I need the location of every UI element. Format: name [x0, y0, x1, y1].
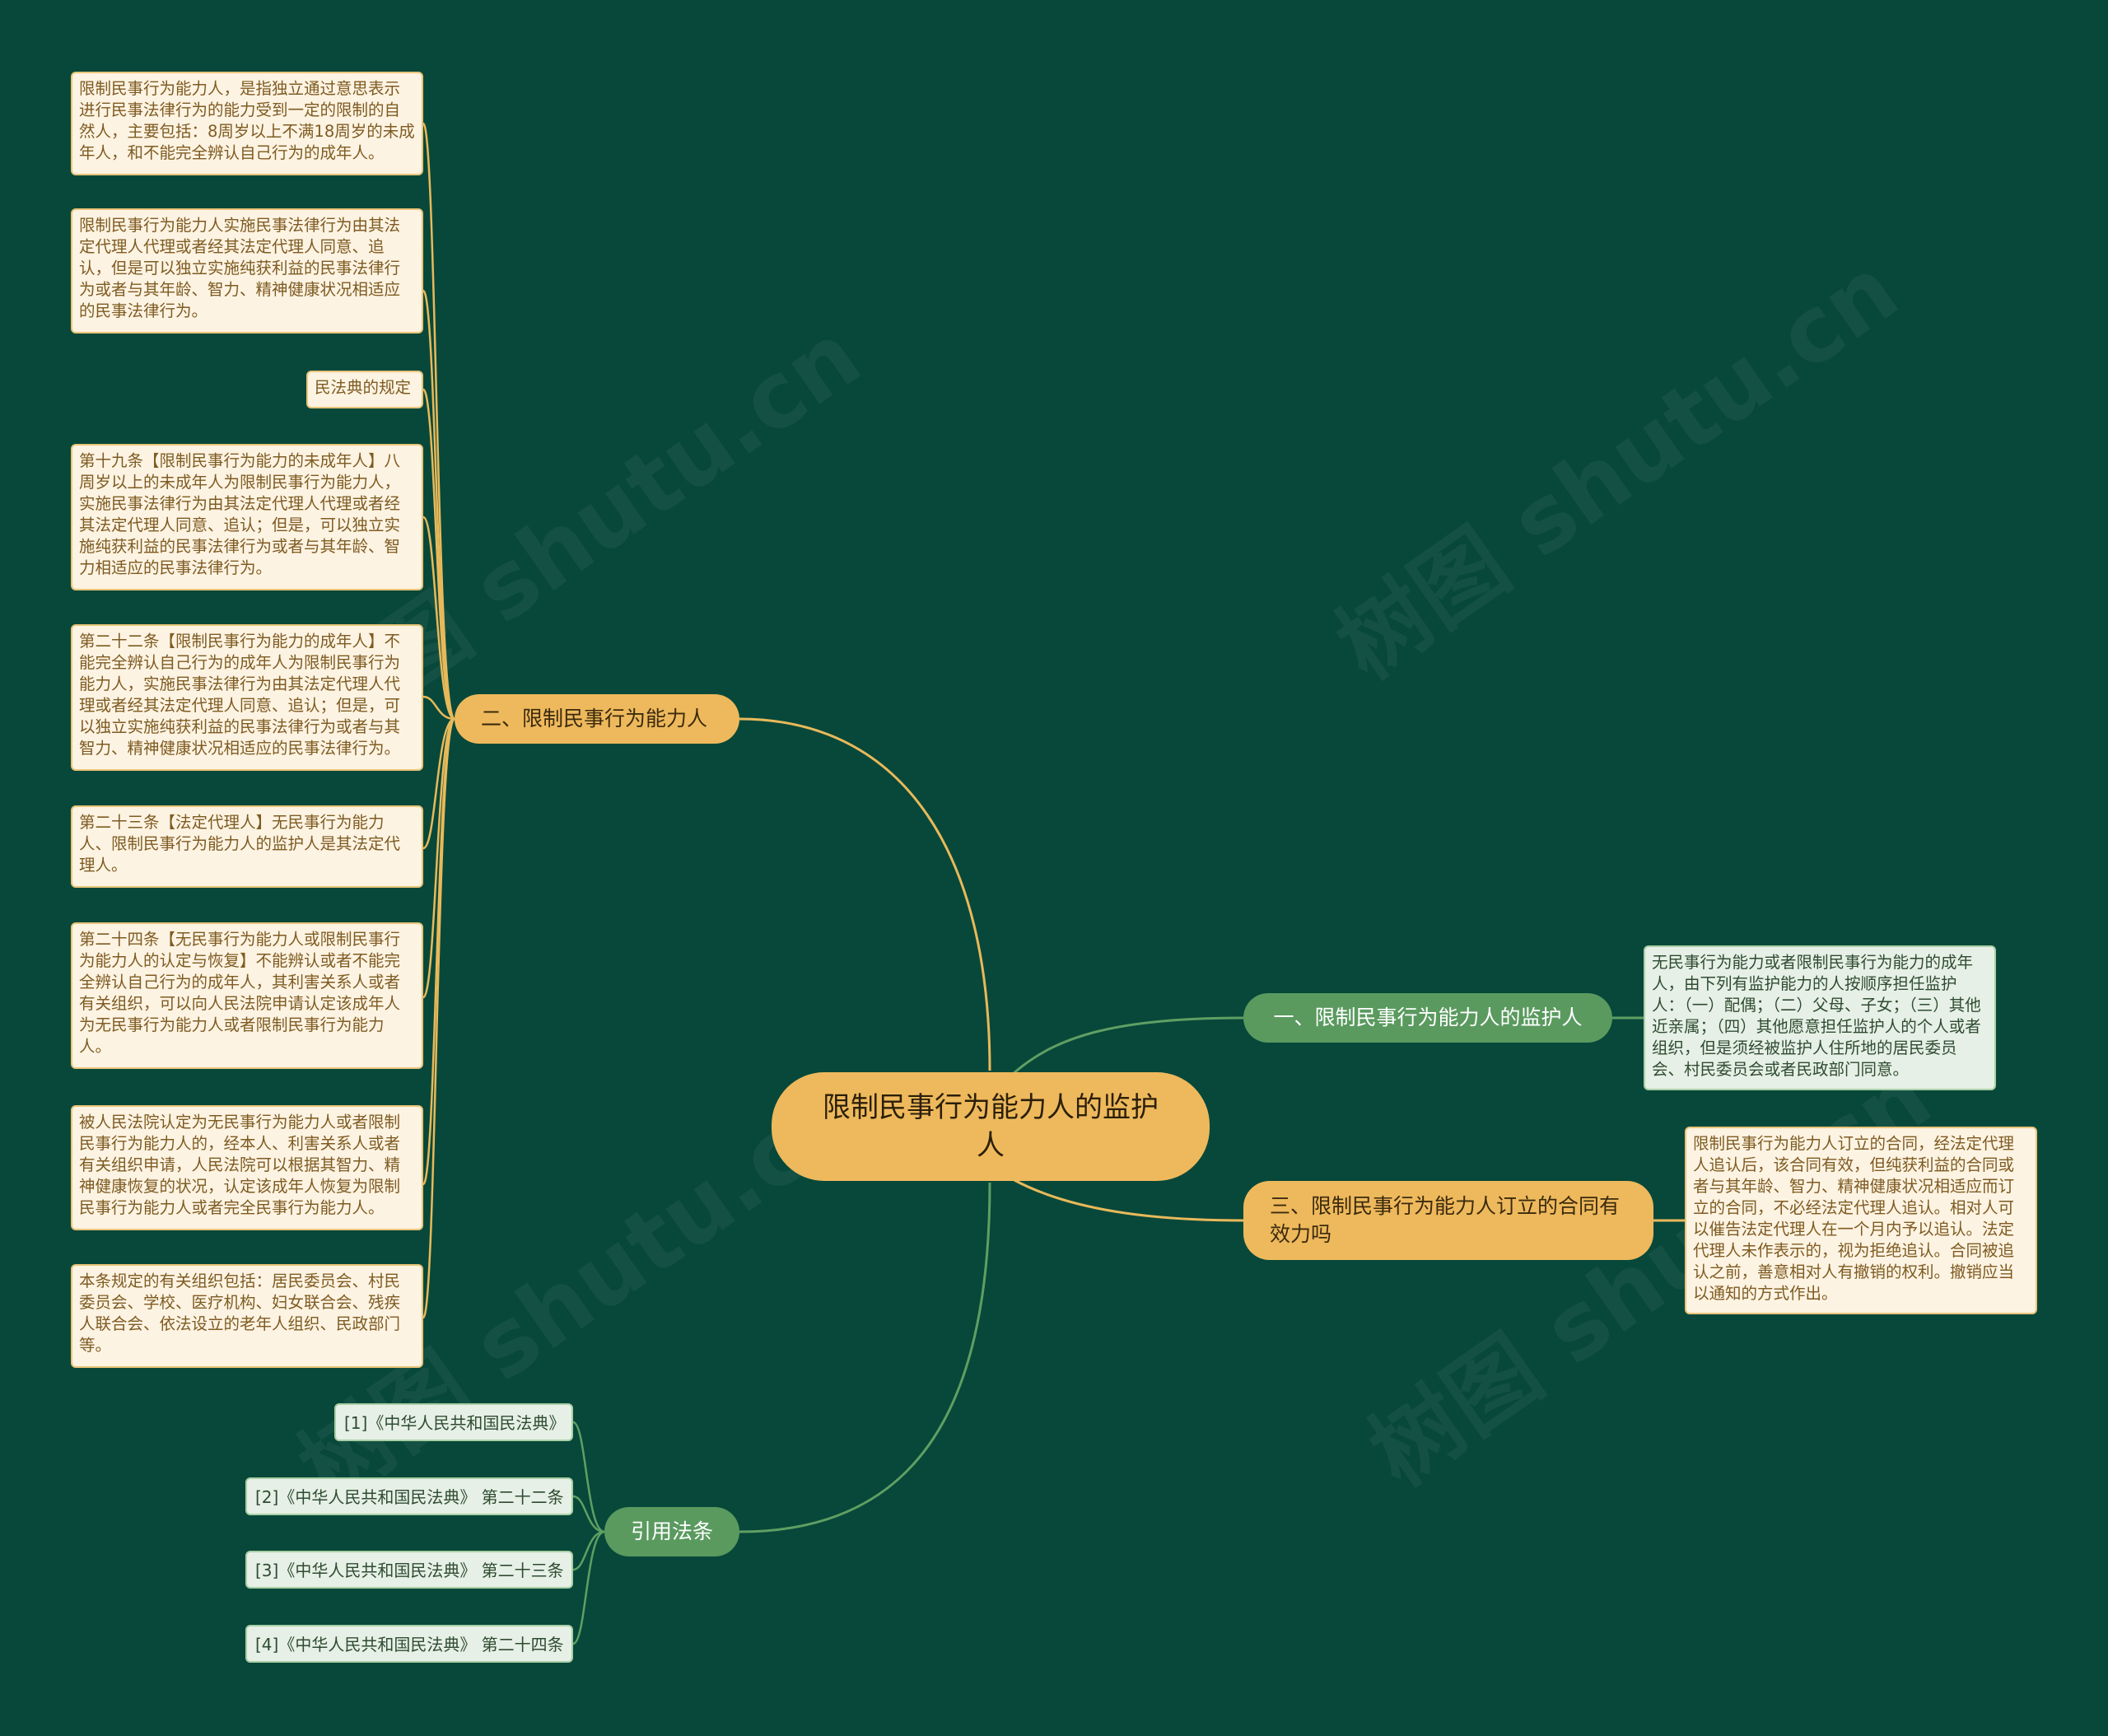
leaf-definition[interactable]: 限制民事行为能力人，是指独立通过意思表示进行民事法律行为的能力受到一定的限制的自…: [71, 72, 423, 175]
leaf-text: 无民事行为能力或者限制民事行为能力的成年人，由下列有监护能力的人按顺序担任监护人…: [1652, 953, 1981, 1079]
root-title: 限制民事行为能力人的监护人: [823, 1091, 1159, 1162]
root-node[interactable]: 限制民事行为能力人的监护人: [772, 1072, 1210, 1181]
leaf-article-23[interactable]: 第二十三条【法定代理人】无民事行为能力人、限制民事行为能力人的监护人是其法定代理…: [71, 805, 423, 888]
leaf-text: 被人民法院认定为无民事行为能力人或者限制民事行为能力人的，经本人、利害关系人或者…: [79, 1113, 401, 1217]
leaf-text: 限制民事行为能力人，是指独立通过意思表示进行民事法律行为的能力受到一定的限制的自…: [79, 79, 415, 162]
branch-label: 三、限制民事行为能力人订立的合同有效力吗: [1270, 1194, 1621, 1246]
ref-item-2[interactable]: [2]《中华人民共和国民法典》 第二十二条: [245, 1477, 573, 1515]
ref-item-4[interactable]: [4]《中华人民共和国民法典》 第二十四条: [245, 1625, 573, 1663]
ref-item-1[interactable]: [1]《中华人民共和国民法典》: [334, 1403, 573, 1441]
leaf-article-22[interactable]: 第二十二条【限制民事行为能力的成年人】不能完全辨认自己行为的成年人为限制民事行为…: [71, 624, 423, 771]
leaf-text: 第二十三条【法定代理人】无民事行为能力人、限制民事行为能力人的监护人是其法定代理…: [79, 813, 401, 875]
leaf-guardian-order[interactable]: 无民事行为能力或者限制民事行为能力的成年人，由下列有监护能力的人按顺序担任监护人…: [1644, 945, 1996, 1090]
branch-label: 一、限制民事行为能力人的监护人: [1273, 1006, 1583, 1029]
branch-guardian[interactable]: 一、限制民事行为能力人的监护人: [1243, 993, 1612, 1043]
ref-text: [3]《中华人民共和国民法典》 第二十三条: [255, 1561, 564, 1580]
branch-limited-capacity-person[interactable]: 二、限制民事行为能力人: [455, 694, 739, 744]
connector-b2-leaves: [422, 122, 456, 1319]
leaf-text: 民法典的规定: [315, 378, 412, 397]
leaf-text: 本条规定的有关组织包括：居民委员会、村民委员会、学校、医疗机构、妇女联合会、残疾…: [79, 1272, 401, 1355]
leaf-text: 第二十四条【无民事行为能力人或限制民事行为能力人的认定与恢复】不能辨认或者不能完…: [79, 930, 401, 1056]
connector-refs-items: [572, 1421, 605, 1645]
leaf-recovery[interactable]: 被人民法院认定为无民事行为能力人或者限制民事行为能力人的，经本人、利害关系人或者…: [71, 1105, 423, 1230]
leaf-civil-code-provisions[interactable]: 民法典的规定: [306, 371, 423, 408]
connector-root-b2: [739, 717, 991, 1071]
leaf-text: 限制民事行为能力人订立的合同，经法定代理人追认后，该合同有效，但纯获利益的合同或…: [1693, 1134, 2015, 1303]
leaf-text: 限制民事行为能力人实施民事法律行为由其法定代理人代理或者经其法定代理人同意、追认…: [79, 216, 401, 320]
branch-contract-validity[interactable]: 三、限制民事行为能力人订立的合同有效力吗: [1243, 1181, 1653, 1260]
leaf-implementation[interactable]: 限制民事行为能力人实施民事法律行为由其法定代理人代理或者经其法定代理人同意、追认…: [71, 208, 423, 334]
branch-label: 引用法条: [630, 1519, 713, 1543]
branch-label: 二、限制民事行为能力人: [481, 707, 708, 730]
leaf-text: 第二十二条【限制民事行为能力的成年人】不能完全辨认自己行为的成年人为限制民事行为…: [79, 632, 401, 758]
ref-text: [1]《中华人民共和国民法典》: [344, 1413, 566, 1433]
leaf-contract-ratification[interactable]: 限制民事行为能力人订立的合同，经法定代理人追认后，该合同有效，但纯获利益的合同或…: [1685, 1127, 2037, 1314]
leaf-article-19[interactable]: 第十九条【限制民事行为能力的未成年人】八周岁以上的未成年人为限制民事行为能力人，…: [71, 444, 423, 590]
ref-text: [4]《中华人民共和国民法典》 第二十四条: [255, 1635, 564, 1654]
branch-cited-articles[interactable]: 引用法条: [604, 1507, 739, 1556]
leaf-relevant-organizations[interactable]: 本条规定的有关组织包括：居民委员会、村民委员会、学校、医疗机构、妇女联合会、残疾…: [71, 1264, 423, 1368]
leaf-text: 第十九条【限制民事行为能力的未成年人】八周岁以上的未成年人为限制民事行为能力人，…: [79, 451, 401, 577]
leaf-article-24[interactable]: 第二十四条【无民事行为能力人或限制民事行为能力人的认定与恢复】不能辨认或者不能完…: [71, 922, 423, 1069]
connector-root-b3: [1012, 1178, 1244, 1222]
ref-item-3[interactable]: [3]《中华人民共和国民法典》 第二十三条: [245, 1551, 573, 1589]
connector-root-refs: [739, 1182, 991, 1533]
ref-text: [2]《中华人民共和国民法典》 第二十二条: [255, 1487, 564, 1507]
connector-root-b1: [1012, 1016, 1244, 1076]
